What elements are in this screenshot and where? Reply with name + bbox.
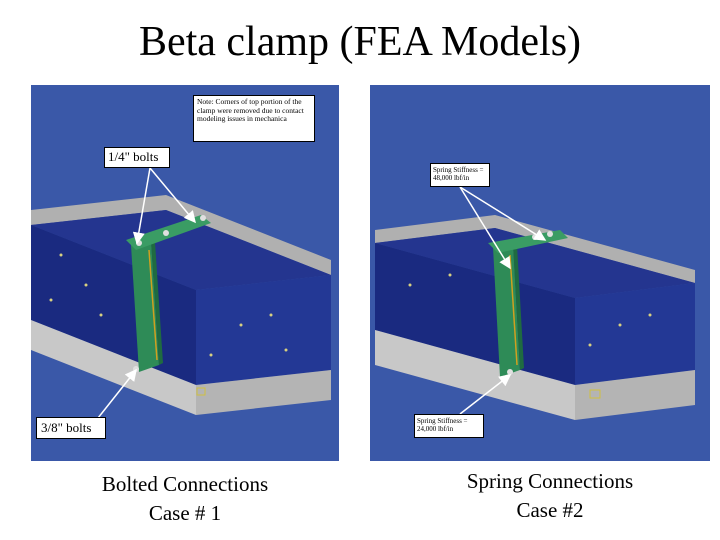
arrow-spring1-left: [459, 186, 511, 270]
arrow-bolt38: [97, 368, 137, 419]
caption-spring-line1: Spring Connections: [466, 469, 634, 493]
spring-stiffness-24k-label: Spring Stiffness = 24,000 lbf/in: [414, 414, 484, 438]
caption-spring: Spring Connections Case #2: [445, 467, 655, 526]
arrow-bolt14-left: [132, 167, 151, 245]
caption-spring-line2: Case #2: [516, 498, 584, 523]
note-callout: Note: Corners of top portion of the clam…: [193, 95, 315, 142]
caption-bolted-line2: Case # 1: [148, 501, 222, 526]
bolt-quarter-inch-label: 1/4" bolts: [104, 147, 170, 168]
caption-bolted: Bolted Connections Case # 1: [80, 470, 290, 529]
arrow-spring1-right: [459, 186, 547, 241]
fea-model-bolted-image: [31, 85, 339, 461]
bolt-three-eighths-label: 3/8" bolts: [36, 417, 106, 439]
caption-bolted-line1: Bolted Connections: [101, 472, 269, 496]
spring-stiffness-48k-label: Spring Stiffness = 48,000 lbf/in: [430, 163, 490, 187]
page-title: Beta clamp (FEA Models): [138, 19, 582, 65]
arrow-bolt14-right: [149, 167, 196, 224]
arrow-spring2: [459, 374, 512, 415]
fea-model-spring-image: [370, 85, 710, 461]
